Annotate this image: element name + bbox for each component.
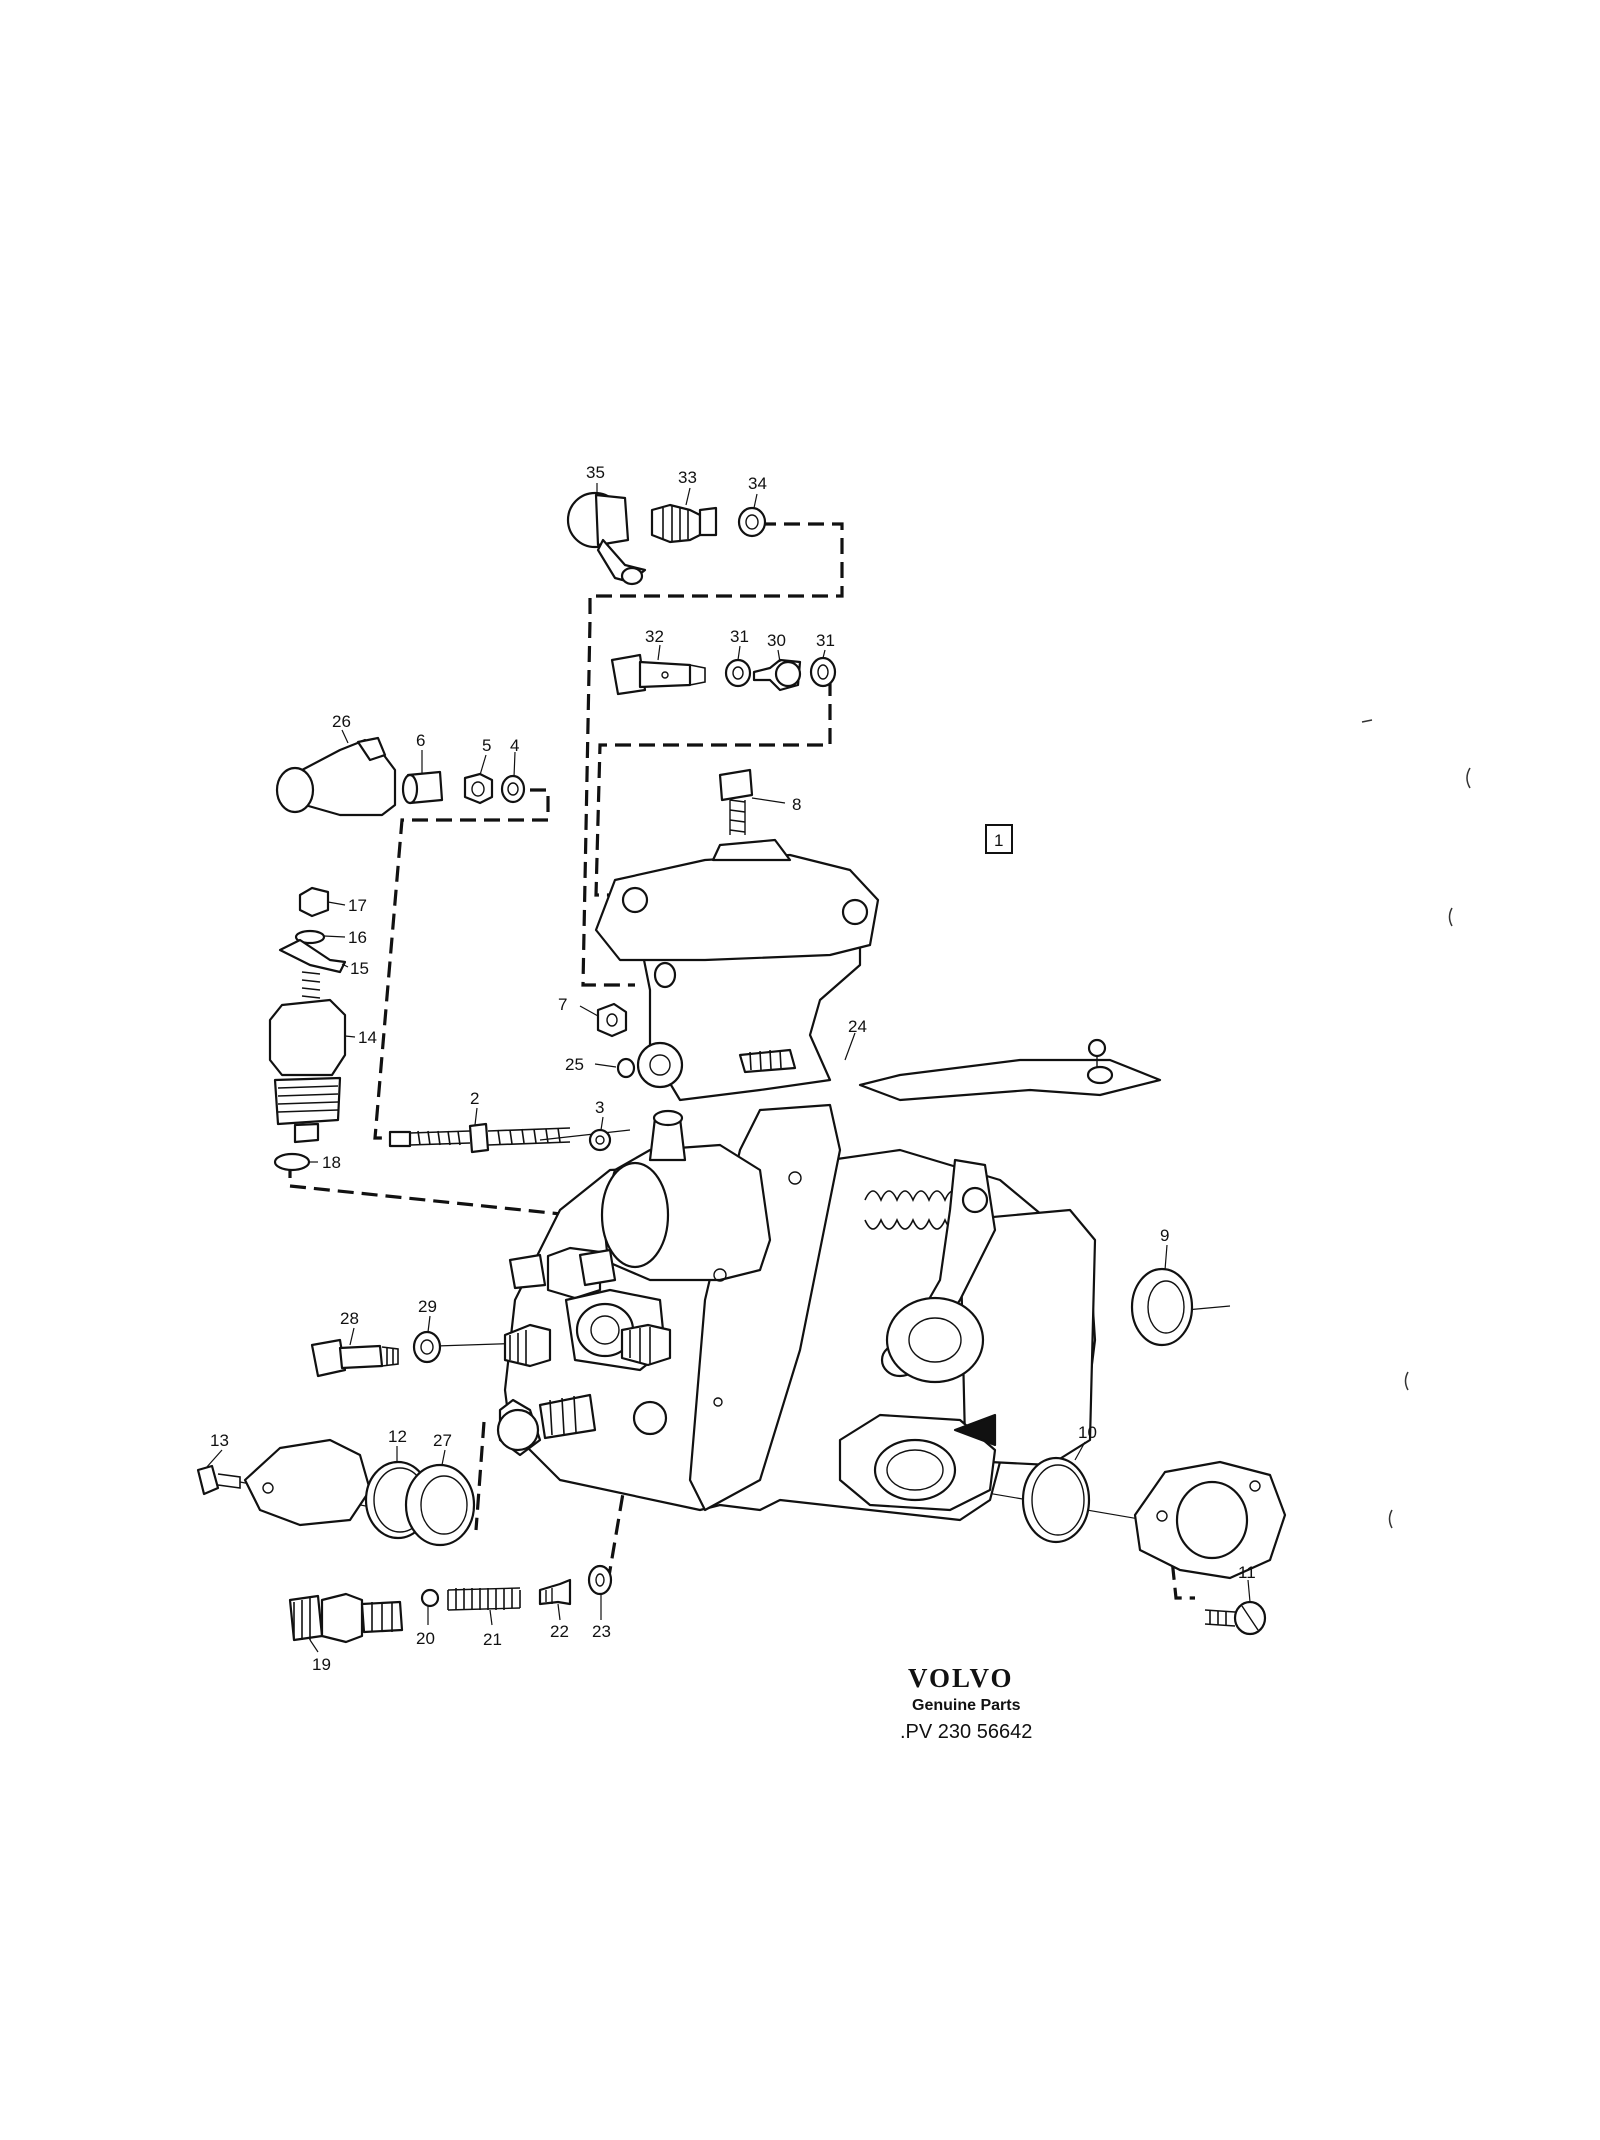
callout-12: 12 (388, 1427, 407, 1446)
callout-30: 30 (767, 631, 786, 650)
part-27 (404, 1463, 476, 1547)
genuine-parts-label: Genuine Parts (912, 1697, 1021, 1714)
callout-13: 13 (210, 1431, 229, 1450)
part-4 (500, 774, 526, 804)
part-21 (447, 1587, 521, 1611)
figure-reference-box: 1 (985, 824, 1013, 854)
callout-26: 26 (332, 712, 351, 731)
callout-5: 5 (482, 736, 491, 755)
part-10 (1021, 1456, 1091, 1544)
callout-leaders (205, 483, 1251, 1653)
callout-18: 18 (322, 1153, 341, 1172)
callout-6: 6 (416, 731, 425, 750)
callout-4: 4 (510, 736, 519, 755)
callout-23: 23 (592, 1622, 611, 1641)
part-26 (275, 736, 397, 817)
callout-8: 8 (792, 795, 801, 814)
part-6 (401, 770, 444, 805)
callout-3: 3 (595, 1098, 604, 1117)
callout-27: 27 (433, 1431, 452, 1450)
callout-21: 21 (483, 1630, 502, 1649)
scan-artifacts (1361, 719, 1471, 1529)
part-35 (566, 491, 647, 586)
part-18 (273, 1152, 311, 1172)
part-2 (388, 1122, 571, 1154)
callout-10: 10 (1078, 1423, 1097, 1442)
part-16 (294, 929, 326, 945)
callout-31: 31 (730, 627, 749, 646)
part-30 (752, 658, 802, 692)
figure-reference-number: 1 (994, 831, 1003, 850)
callout-7: 7 (558, 995, 567, 1014)
callout-11: 11 (1238, 1563, 1256, 1582)
callout-15: 15 (350, 959, 369, 978)
callout-34: 34 (748, 474, 767, 493)
callout-22: 22 (550, 1622, 569, 1641)
callout-17: 17 (348, 896, 367, 915)
callout-29: 29 (418, 1297, 437, 1316)
callout-20: 20 (416, 1629, 435, 1648)
callout-9: 9 (1160, 1226, 1169, 1245)
part-13 (196, 1464, 241, 1496)
callout-19: 19 (312, 1655, 331, 1674)
callout-35: 35 (586, 463, 605, 482)
part-34 (737, 506, 767, 538)
part-20 (420, 1588, 440, 1608)
end-cover (1133, 1460, 1287, 1580)
part-7 (596, 1002, 628, 1038)
brand-block: VOLVO Genuine Parts .PV 230 56642 (900, 1663, 1032, 1743)
part-28 (310, 1338, 399, 1378)
callout-32: 32 (645, 627, 664, 646)
part-11 (1204, 1600, 1267, 1636)
callout-33: 33 (678, 468, 697, 487)
cover-plate (243, 1438, 372, 1527)
part-32 (610, 653, 706, 696)
part-8 (718, 768, 754, 835)
part-3 (588, 1128, 612, 1152)
callout-25: 25 (565, 1055, 584, 1074)
part-17 (298, 886, 330, 918)
part-14 (268, 971, 347, 1144)
callout-numbers: 35 33 34 32 31 30 31 26 6 5 4 8 17 16 15… (210, 463, 1256, 1674)
part-19 (288, 1592, 404, 1644)
callout-14: 14 (358, 1028, 377, 1047)
part-31-washer-a (724, 658, 752, 688)
injection-pump-body (496, 838, 1162, 1522)
part-31-washer-b (809, 656, 837, 688)
part-29 (412, 1330, 442, 1364)
part-5 (463, 772, 494, 805)
volvo-logo: VOLVO (908, 1663, 1013, 1693)
part-9 (1130, 1267, 1194, 1347)
callout-31b: 31 (816, 631, 835, 650)
part-23 (587, 1564, 613, 1596)
part-reference-code: .PV 230 56642 (900, 1721, 1032, 1743)
callout-2: 2 (470, 1089, 479, 1108)
callout-16: 16 (348, 928, 367, 947)
part-25 (616, 1057, 636, 1079)
part-33 (650, 503, 718, 544)
part-22 (538, 1578, 572, 1606)
part-15 (278, 938, 347, 974)
callout-28: 28 (340, 1309, 359, 1328)
callout-24: 24 (848, 1017, 867, 1036)
